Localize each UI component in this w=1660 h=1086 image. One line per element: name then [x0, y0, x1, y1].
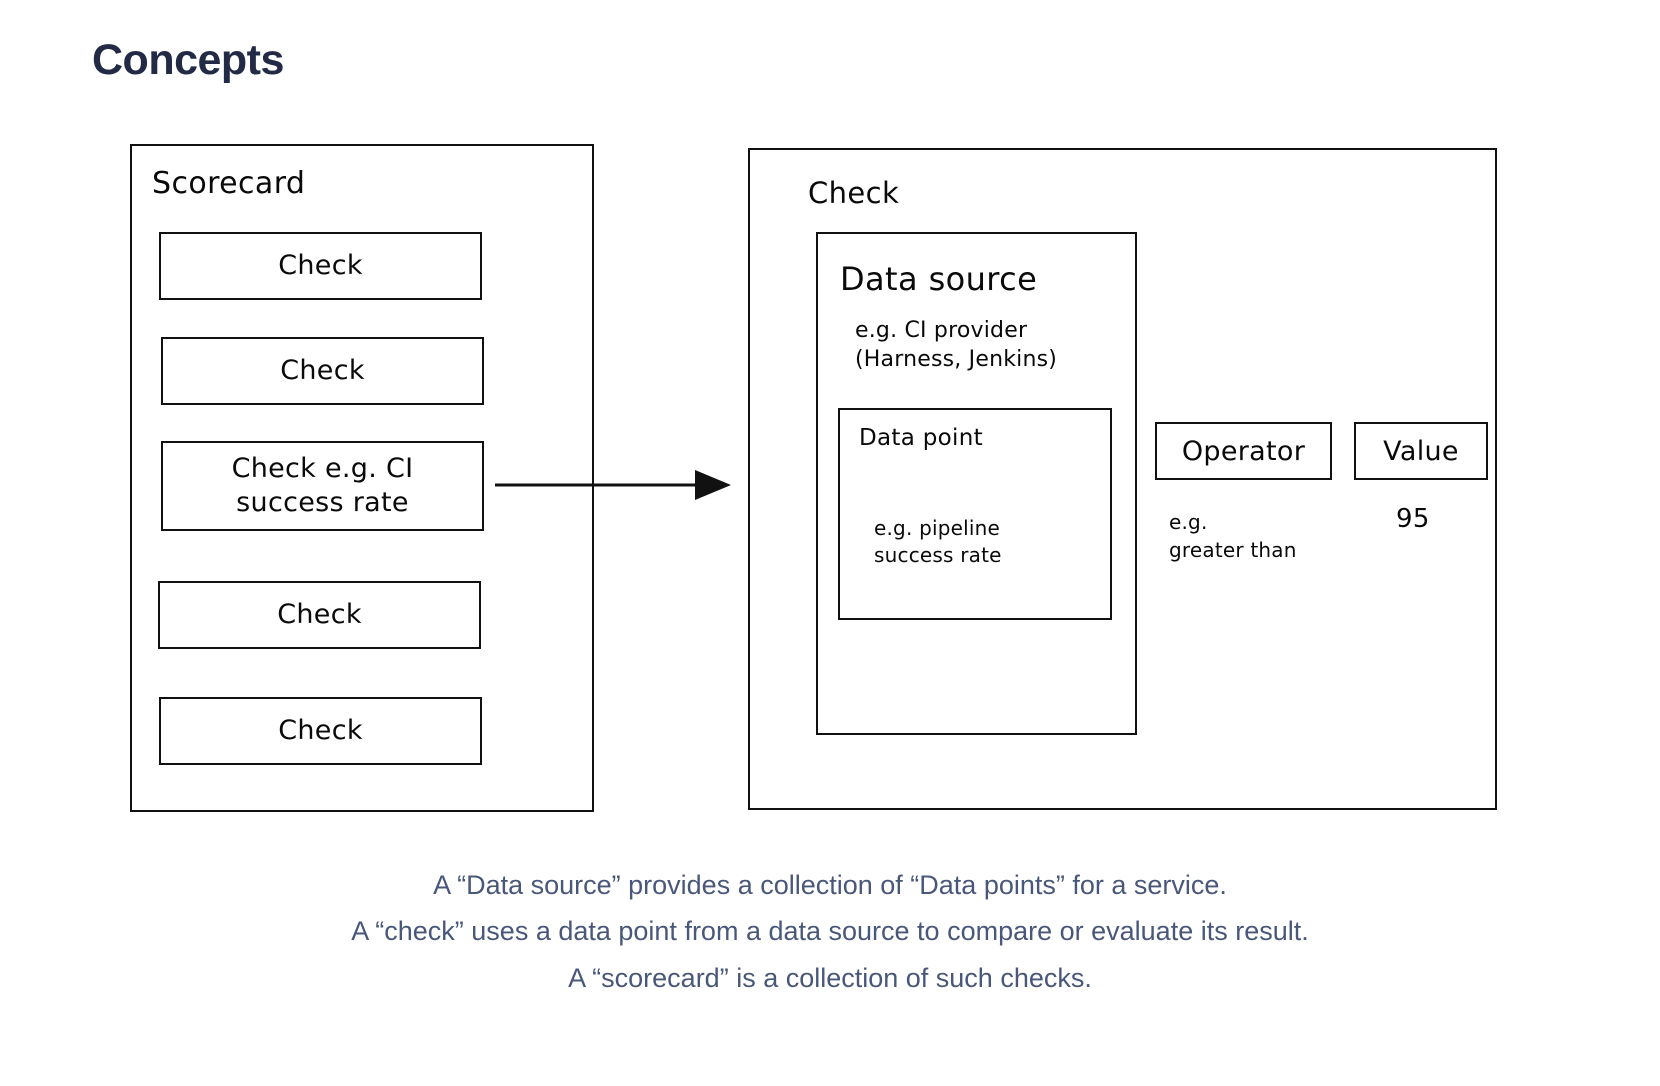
data-source-box — [816, 232, 1137, 735]
scorecard-check-item-5[interactable]: Check — [159, 697, 482, 765]
caption-block: A “Data source” provides a collection of… — [0, 862, 1660, 1001]
data-source-example: e.g. CI provider (Harness, Jenkins) — [855, 318, 1058, 373]
arrow-right-icon — [495, 470, 731, 500]
scorecard-check-label-5: Check — [278, 715, 363, 747]
scorecard-panel — [130, 144, 594, 812]
check-panel — [748, 148, 1497, 810]
scorecard-check-label-4: Check — [277, 599, 362, 631]
value-box: Value — [1354, 422, 1488, 480]
data-point-example: e.g. pipeline success rate — [874, 516, 1002, 567]
scorecard-check-label-2: Check — [280, 355, 365, 387]
scorecard-check-item-4[interactable]: Check — [158, 581, 481, 649]
operator-box: Operator — [1155, 422, 1332, 480]
value-example: 95 — [1396, 504, 1430, 534]
scorecard-label: Scorecard — [152, 166, 306, 201]
scorecard-check-item-2[interactable]: Check — [161, 337, 484, 405]
caption-line-2: A “check” uses a data point from a data … — [351, 916, 1309, 947]
scorecard-check-label-3: Check e.g. CI success rate — [231, 453, 414, 518]
check-panel-label: Check — [808, 176, 900, 210]
page-title: Concepts — [92, 35, 284, 84]
scorecard-check-label-1: Check — [278, 250, 363, 282]
caption-line-3: A “scorecard” is a collection of such ch… — [568, 962, 1092, 993]
operator-example: e.g. greater than — [1169, 510, 1297, 562]
scorecard-check-item-1[interactable]: Check — [159, 232, 482, 300]
value-label: Value — [1383, 435, 1459, 467]
caption-line-1: A “Data source” provides a collection of… — [433, 870, 1227, 900]
scorecard-check-item-3[interactable]: Check e.g. CI success rate — [161, 441, 484, 531]
data-source-title: Data source — [840, 260, 1038, 298]
data-point-box — [838, 408, 1112, 620]
data-point-title: Data point — [859, 425, 983, 451]
operator-label: Operator — [1181, 435, 1306, 467]
